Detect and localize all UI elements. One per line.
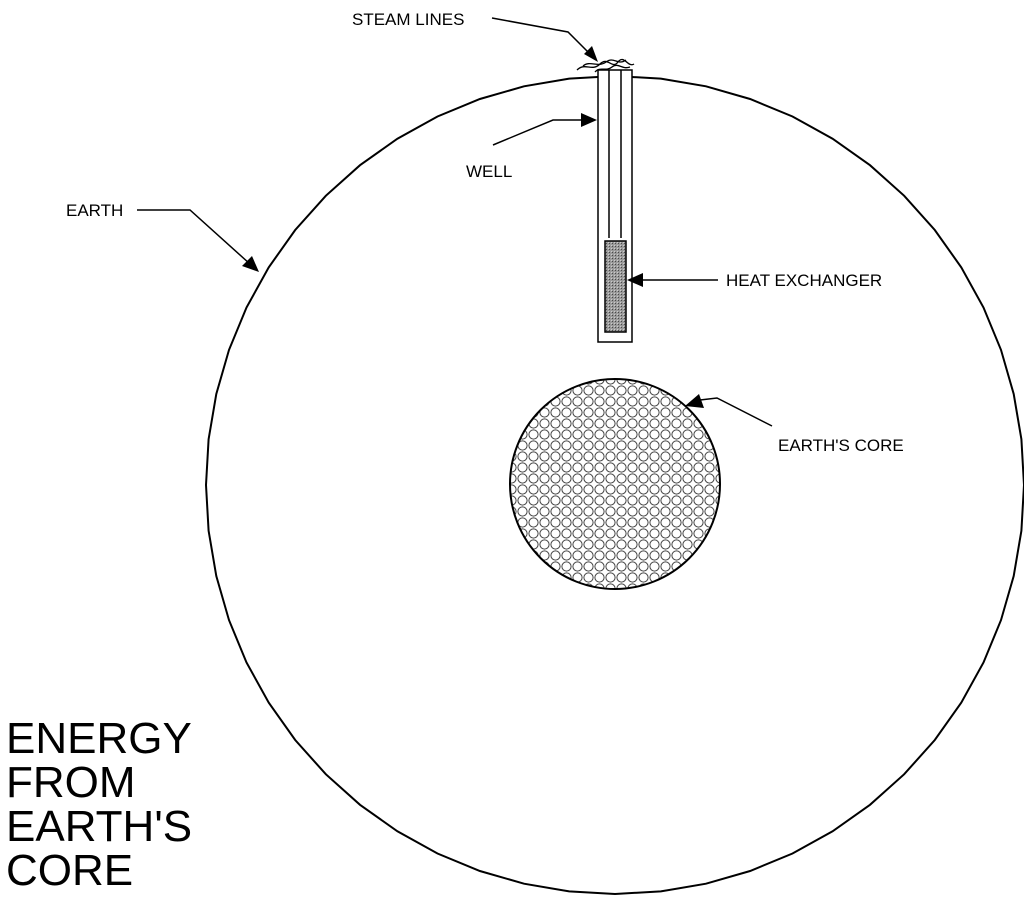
earths-core-label: EARTH'S CORE: [778, 436, 904, 455]
steam-lines-leader: [491, 17, 598, 62]
earths-core: [509, 378, 721, 590]
title-line-2: FROM: [6, 758, 136, 807]
well-leader: [492, 113, 597, 146]
diagram-title: ENERGY FROM EARTH'S CORE: [6, 714, 192, 895]
title-line-4: CORE: [6, 846, 133, 895]
earth-leader: [137, 209, 259, 272]
steam-lines: [576, 58, 635, 73]
heat-exchanger-leader: [627, 273, 718, 287]
title-line-3: EARTH'S: [6, 802, 192, 851]
well-label: WELL: [466, 162, 512, 181]
earths-core-leader: [685, 394, 773, 427]
heat-exchanger: [604, 240, 627, 333]
title-line-1: ENERGY: [6, 714, 192, 763]
steam-lines-label: STEAM LINES: [352, 10, 464, 29]
heat-exchanger-label: HEAT EXCHANGER: [726, 271, 882, 290]
earth-label: EARTH: [66, 201, 123, 220]
